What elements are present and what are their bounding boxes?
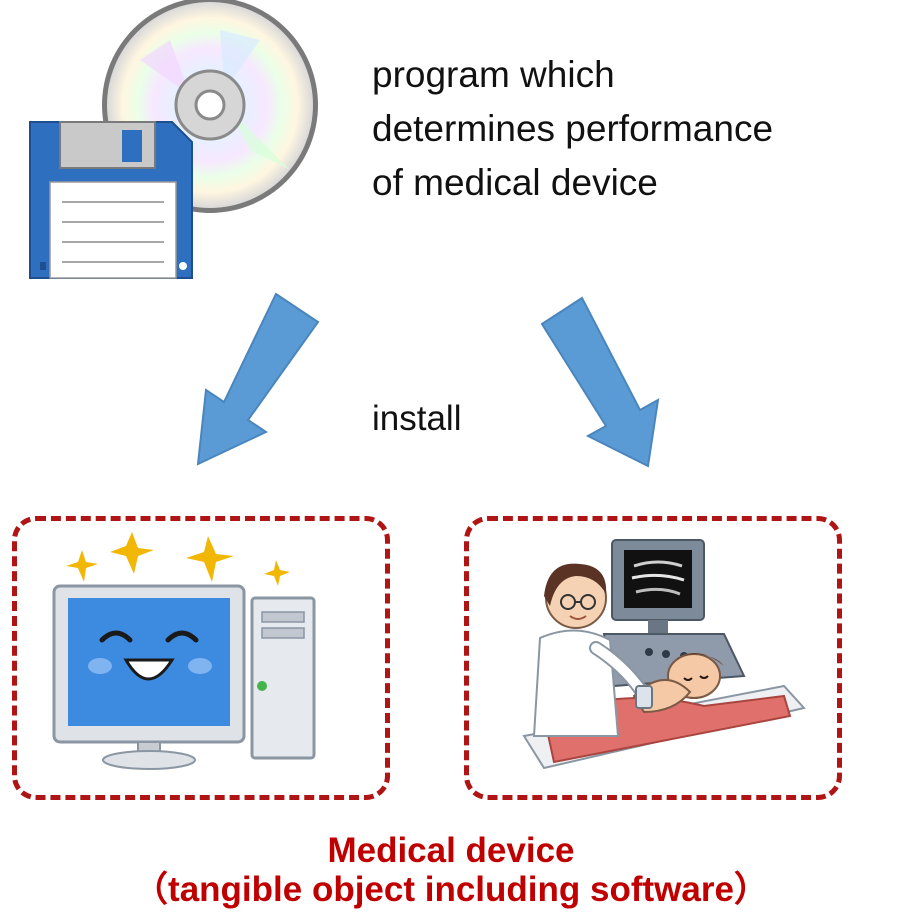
ultrasound-device-box	[464, 516, 842, 800]
program-description: program which determines performance of …	[372, 54, 774, 203]
floppy-disk-icon	[29, 121, 193, 279]
storage-media-illustration	[20, 0, 360, 290]
caption-subtitle: （tangible object including software）	[133, 870, 769, 909]
arrow-left	[190, 292, 330, 472]
arrow-right	[536, 296, 666, 471]
install-label: install	[372, 399, 462, 438]
computer-device-box	[12, 516, 390, 800]
caption-title: Medical device	[327, 831, 575, 870]
ultrasound-exam-icon	[484, 536, 824, 776]
medical-device-caption: Medical device （tangible object includin…	[0, 832, 902, 910]
smiling-computer-icon	[40, 528, 370, 778]
